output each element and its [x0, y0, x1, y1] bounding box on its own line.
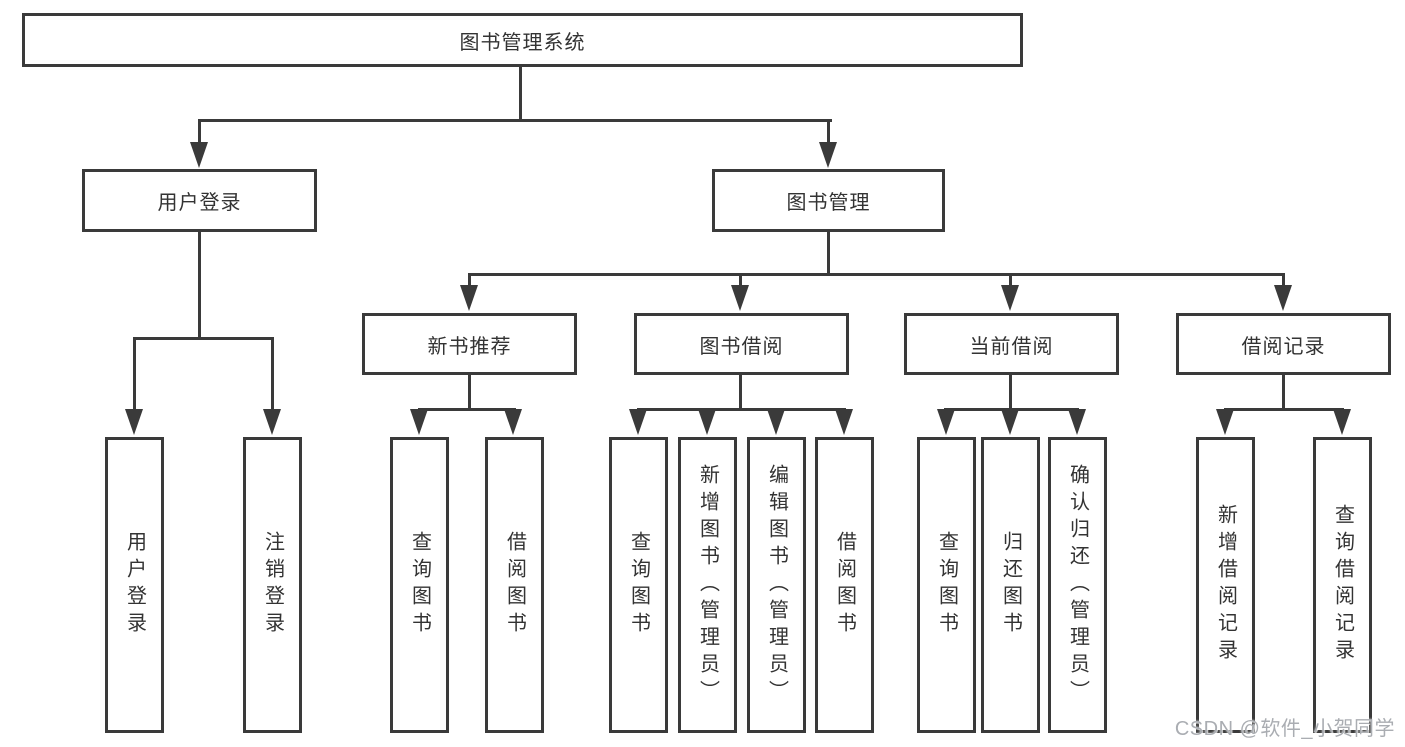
- connector-line: [271, 337, 274, 411]
- arrow-down-icon: [767, 409, 785, 435]
- connector-line: [637, 408, 846, 411]
- connector-line: [739, 273, 742, 287]
- arrow-down-icon: [1001, 285, 1019, 311]
- arrow-down-icon: [629, 409, 647, 435]
- connector-line: [198, 119, 201, 144]
- connector-line: [468, 375, 471, 408]
- leaf-user-login: 用户登录: [105, 437, 164, 733]
- leaf-logout: 注销登录: [243, 437, 302, 733]
- connector-line: [418, 408, 516, 411]
- connector-line: [198, 232, 201, 337]
- arrow-down-icon: [1333, 409, 1351, 435]
- connector-line: [1009, 375, 1012, 408]
- connector-line: [468, 273, 471, 287]
- arrow-down-icon: [410, 409, 428, 435]
- arrow-down-icon: [819, 142, 837, 168]
- node-new-book-recommendation: 新书推荐: [362, 313, 577, 375]
- node-current-borrowing: 当前借阅: [904, 313, 1119, 375]
- connector-line: [133, 337, 274, 340]
- arrow-down-icon: [1001, 409, 1019, 435]
- arrow-down-icon: [263, 409, 281, 435]
- arrow-down-icon: [698, 409, 716, 435]
- leaf-borrow-books: 借阅图书: [815, 437, 874, 733]
- leaf-borrow-books-recommend: 借阅图书: [485, 437, 544, 733]
- connector-line: [519, 67, 522, 119]
- connector-line: [827, 232, 830, 273]
- connector-line: [133, 337, 136, 411]
- leaf-edit-book-admin: 编辑图书（管理员）: [747, 437, 806, 733]
- watermark-text: CSDN @软件_小贺同学: [1174, 718, 1395, 740]
- arrow-down-icon: [1216, 409, 1234, 435]
- connector-line: [1224, 408, 1344, 411]
- leaf-query-books-current: 查询图书: [917, 437, 976, 733]
- node-root: 图书管理系统: [22, 13, 1023, 67]
- connector-line: [468, 273, 1285, 276]
- connector-line: [198, 119, 832, 122]
- node-book-borrowing: 图书借阅: [634, 313, 849, 375]
- leaf-query-books-borrowing: 查询图书: [609, 437, 668, 733]
- arrow-down-icon: [731, 285, 749, 311]
- leaf-query-books-recommend: 查询图书: [390, 437, 449, 733]
- arrow-down-icon: [937, 409, 955, 435]
- leaf-query-borrow-record: 查询借阅记录: [1313, 437, 1372, 733]
- leaf-add-borrow-record: 新增借阅记录: [1196, 437, 1255, 733]
- arrow-down-icon: [1274, 285, 1292, 311]
- arrow-down-icon: [125, 409, 143, 435]
- connector-line: [827, 119, 830, 144]
- node-book-management: 图书管理: [712, 169, 945, 232]
- node-user-login: 用户登录: [82, 169, 317, 232]
- leaf-confirm-return-admin: 确认归还（管理员）: [1048, 437, 1107, 733]
- connector-line: [1282, 273, 1285, 287]
- leaf-add-book-admin: 新增图书（管理员）: [678, 437, 737, 733]
- node-borrowing-records: 借阅记录: [1176, 313, 1391, 375]
- arrow-down-icon: [835, 409, 853, 435]
- connector-line: [739, 375, 742, 408]
- arrow-down-icon: [1068, 409, 1086, 435]
- leaf-return-books: 归还图书: [981, 437, 1040, 733]
- connector-line: [1282, 375, 1285, 408]
- arrow-down-icon: [190, 142, 208, 168]
- arrow-down-icon: [504, 409, 522, 435]
- arrow-down-icon: [460, 285, 478, 311]
- connector-line: [1009, 273, 1012, 287]
